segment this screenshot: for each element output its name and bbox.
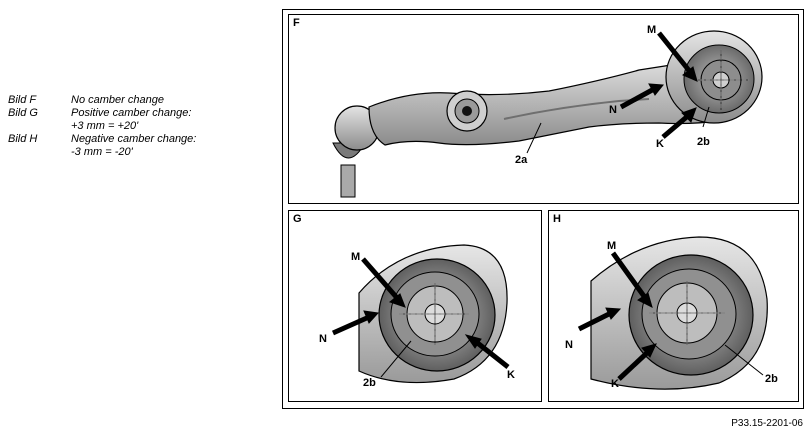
panel-g: G M N K 2b: [288, 210, 542, 402]
pointer-arrows-f: [526, 31, 710, 154]
center-bushing: [446, 90, 488, 132]
bushing-positive-camber-illustration: [331, 244, 510, 384]
legend-desc-g: Positive camber change: +3 mm = +20': [71, 107, 268, 133]
control-arm-illustration: [332, 30, 763, 198]
figure-reference-code: P33.15-2201-06: [731, 418, 803, 429]
legend-desc-g-line-1: Positive camber change:: [71, 107, 192, 119]
panel-f: F M N K 2b 2a: [288, 14, 799, 204]
bushing-negative-camber-illustration: [577, 236, 768, 390]
callout-2b-f: 2b: [697, 136, 710, 148]
callout-k-g: K: [507, 369, 515, 381]
callout-n-g: N: [319, 333, 327, 345]
legend-desc-g-line-2: +3 mm = +20': [71, 120, 139, 132]
panel-letter-f: F: [293, 17, 300, 29]
callout-n-h: N: [565, 339, 573, 351]
figure-outer-frame: [282, 9, 804, 409]
callout-k-h: K: [611, 378, 619, 390]
legend-desc-h-line-1: Negative camber change:: [71, 133, 197, 145]
panel-letter-h: H: [553, 213, 561, 225]
legend: Bild F No camber change Bild G Positive …: [8, 94, 268, 159]
callout-2a-f: 2a: [515, 154, 528, 166]
panel-letter-g: G: [293, 213, 302, 225]
legend-row-g: Bild G Positive camber change: +3 mm = +…: [8, 107, 268, 133]
legend-row-f: Bild F No camber change: [8, 94, 268, 107]
ball-joint: [332, 105, 380, 198]
legend-key-g: Bild G: [8, 107, 38, 119]
callout-m-h: M: [607, 240, 617, 252]
callout-m-f: M: [647, 24, 657, 36]
callout-2b-g: 2b: [363, 377, 376, 389]
legend-desc-h: Negative camber change: -3 mm = -20': [71, 133, 268, 159]
rear-bushing-f: [665, 30, 763, 124]
legend-desc-f: No camber change: [71, 94, 268, 107]
legend-desc-f-line-1: No camber change: [71, 94, 164, 106]
legend-desc-h-line-2: -3 mm = -20': [71, 146, 133, 158]
pointer-arrows-h: [577, 251, 764, 381]
legend-key-f: Bild F: [8, 94, 37, 106]
callout-m-g: M: [351, 251, 361, 263]
legend-key-h: Bild H: [8, 133, 38, 145]
pointer-arrows-g: [331, 257, 510, 378]
callout-k-f: K: [656, 138, 664, 150]
callout-n-f: N: [609, 104, 617, 116]
callout-2b-h: 2b: [765, 373, 778, 385]
panel-h: H M N K 2b: [548, 210, 799, 402]
legend-row-h: Bild H Negative camber change: -3 mm = -…: [8, 133, 268, 159]
